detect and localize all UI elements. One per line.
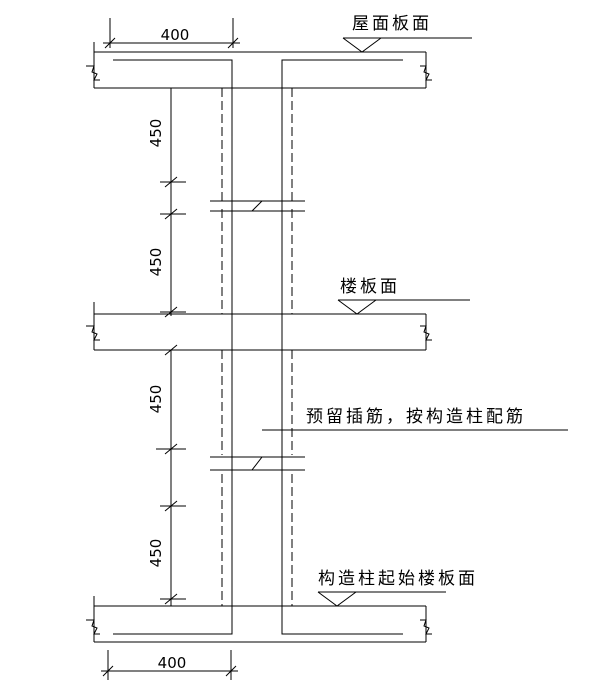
dimension-seg2-label: 450 xyxy=(147,248,165,277)
top-width-dimension xyxy=(103,18,240,49)
column-lower xyxy=(221,350,293,606)
top-width-label: 400 xyxy=(161,26,190,44)
roof-slab-label: 屋面板面 xyxy=(352,14,432,34)
roof-level-marker xyxy=(342,37,472,53)
vertical-dimension-upper xyxy=(160,87,186,318)
vertical-dimension-lower xyxy=(156,344,186,606)
start-level-marker xyxy=(317,591,446,607)
floor-level-marker xyxy=(337,299,470,315)
lower-splice-break xyxy=(210,456,305,471)
floor-slab-label: 楼板面 xyxy=(340,277,400,297)
start-slab xyxy=(86,596,432,643)
dimension-seg1-label: 450 xyxy=(147,119,165,148)
bottom-width-dimension xyxy=(101,650,238,680)
dimension-seg3-label: 450 xyxy=(147,385,165,414)
roof-slab xyxy=(86,42,432,89)
start-slab-label: 构造柱起始楼板面 xyxy=(318,569,478,589)
bottom-width-label: 400 xyxy=(158,654,187,672)
dimension-seg4-label: 450 xyxy=(147,539,165,568)
upper-splice-break xyxy=(210,200,305,212)
floor-slab xyxy=(86,302,432,351)
rebar-note-label: 预留插筋，按构造柱配筋 xyxy=(306,407,526,427)
